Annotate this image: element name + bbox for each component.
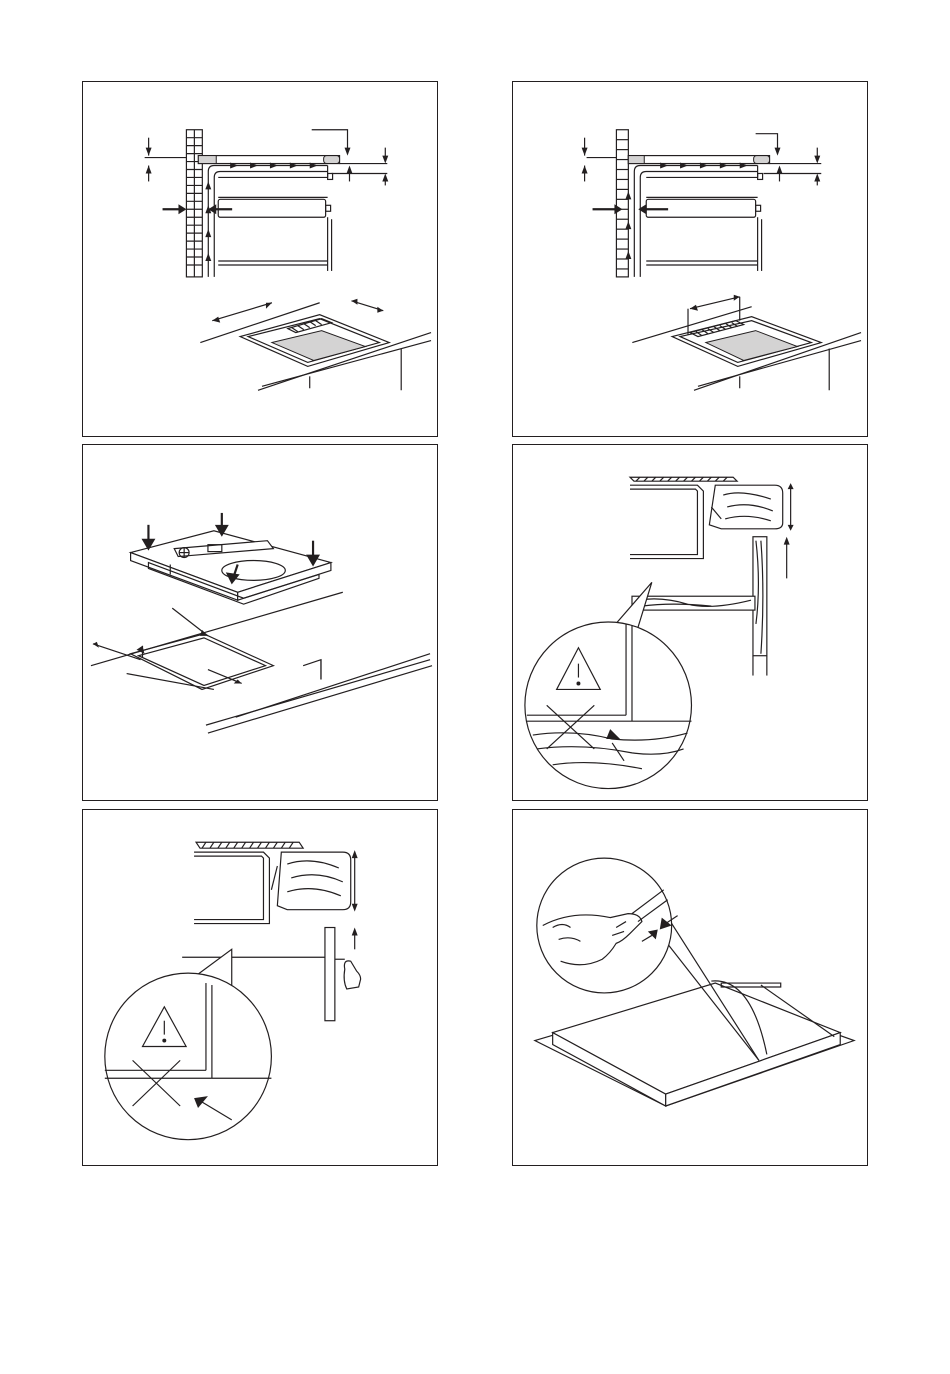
magnifier-circle-icon (105, 949, 272, 1139)
airflow-arrows-icon (625, 163, 757, 277)
seal-application-diagram (513, 810, 867, 1165)
door-clearance-diagram (83, 810, 437, 1165)
hob-installation-diagram (83, 445, 437, 800)
magnifier-circle-icon (525, 582, 692, 788)
brick-wall-icon (186, 130, 202, 277)
airflow-arrows-icon (205, 163, 327, 277)
hob-panel-icon (535, 981, 854, 1106)
ventilation-gap-diagram (513, 82, 867, 436)
brick-wall-icon (616, 130, 628, 277)
figure-hob-installation (82, 444, 438, 801)
figure-seal-application (512, 809, 868, 1166)
worktop-cutout-icon (200, 299, 431, 390)
ventilation-wall-diagram (83, 82, 437, 436)
worktop-cutout-icon (91, 592, 432, 733)
worktop-cutout-icon (632, 295, 861, 390)
figure-door-clearance (82, 809, 438, 1166)
figure-ventilation-with-wall (82, 81, 438, 437)
figure-drawer-clearance (512, 444, 868, 801)
drawer-clearance-diagram (513, 445, 867, 800)
figure-ventilation-with-gap (512, 81, 868, 437)
